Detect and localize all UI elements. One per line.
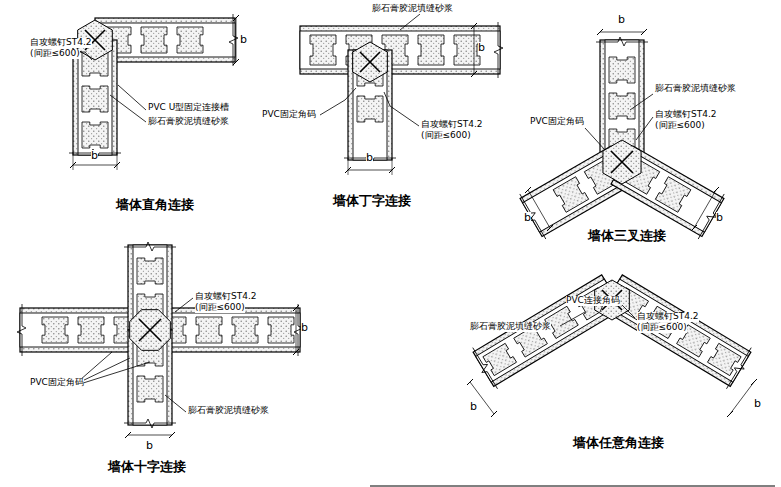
leader-line xyxy=(118,85,146,110)
leader-line xyxy=(597,29,603,35)
detail-title: 墙体任意角连接 xyxy=(573,436,664,450)
leader-line xyxy=(636,117,653,140)
leader-line xyxy=(233,59,239,65)
annotation: (间距≤600) xyxy=(421,131,471,141)
annotation: b xyxy=(618,14,625,26)
leader-line xyxy=(727,411,733,417)
leader-line xyxy=(630,94,653,110)
detail-title: 墙体三叉连接 xyxy=(588,229,666,243)
annotation: b xyxy=(366,152,373,164)
wall-segment xyxy=(300,22,503,78)
pvc-angle xyxy=(611,151,633,173)
annotation: 膨石膏胶泥填缝砂浆 xyxy=(148,117,229,127)
leader-line xyxy=(348,158,349,175)
leader-line xyxy=(622,305,635,318)
annotation: b xyxy=(524,212,531,224)
annotation: 膨石膏胶泥填缝砂浆 xyxy=(188,406,269,416)
annotation: b xyxy=(470,401,477,413)
leader-line xyxy=(600,32,644,33)
detail-title: 墙体十字连接 xyxy=(108,460,186,474)
leader-line xyxy=(691,225,697,231)
leader-line xyxy=(80,362,150,384)
leader-line xyxy=(370,486,775,487)
pvc-angle xyxy=(139,319,161,341)
leader-line xyxy=(117,152,118,170)
leader-line xyxy=(128,435,172,436)
annotation: 自攻螺钉ST4.2 xyxy=(421,120,483,130)
leader-line xyxy=(471,23,477,29)
annotation: 自攻螺钉ST4.2 xyxy=(655,110,717,120)
wall-segment xyxy=(609,142,729,241)
leader-line xyxy=(348,170,392,171)
leader-line xyxy=(400,14,420,30)
leader-line xyxy=(384,92,419,126)
wall-segment xyxy=(150,304,303,356)
annotation: PVC连接角码 xyxy=(566,296,620,306)
leader-line xyxy=(730,382,754,414)
detail-title: 墙体直角连接 xyxy=(116,198,194,212)
leader-line xyxy=(73,152,74,170)
leader-line xyxy=(467,379,473,385)
leader-line xyxy=(491,411,497,417)
leader-line xyxy=(293,349,299,355)
annotation: PVC固定角码 xyxy=(530,117,584,127)
leader-line xyxy=(296,308,297,352)
leader-line xyxy=(713,187,719,193)
leader-line xyxy=(547,225,553,231)
leader-line xyxy=(175,298,193,312)
leader-line xyxy=(73,165,117,166)
leader-line xyxy=(236,18,237,62)
leader-line xyxy=(641,29,647,35)
annotation: PVC固定角码 xyxy=(262,110,316,120)
joint-core xyxy=(603,140,641,184)
wall-segment xyxy=(515,142,635,241)
leader-line xyxy=(125,432,131,438)
leader-line xyxy=(233,15,239,21)
annotation: (间距≤600) xyxy=(655,121,705,131)
annotation: 自攻螺钉ST4.2 xyxy=(195,292,257,302)
leader-line xyxy=(528,190,550,228)
annotation: (间距≤600) xyxy=(637,323,687,333)
annotation: b xyxy=(91,150,98,162)
leader-line xyxy=(80,358,130,382)
annotation: 自攻螺钉ST4.2 xyxy=(637,312,699,322)
annotation: PVC U型固定连接槽 xyxy=(148,103,229,113)
leader-line xyxy=(585,128,605,150)
annotation: 膨石膏胶泥填缝砂浆 xyxy=(372,4,453,14)
pvc-angle xyxy=(360,52,380,72)
annotation: b xyxy=(478,42,485,54)
annotation: b xyxy=(146,440,153,452)
annotation: b xyxy=(754,398,761,410)
leader-line xyxy=(560,312,585,326)
leader-line xyxy=(694,190,716,228)
annotation: b xyxy=(716,212,723,224)
leader-line xyxy=(320,88,356,115)
leader-line xyxy=(110,95,146,122)
leader-line xyxy=(525,187,531,193)
annotation: 自攻螺钉ST4.2 xyxy=(30,38,92,48)
annotation: PVC固定角码 xyxy=(30,378,84,388)
leader-line xyxy=(293,305,299,311)
annotation: (间距≤600) xyxy=(195,303,245,313)
leader-line xyxy=(169,432,175,438)
leader-line xyxy=(471,71,477,77)
leader-line xyxy=(470,382,494,414)
leader-line xyxy=(474,26,475,74)
annotation: b xyxy=(240,34,247,46)
annotation: 膨石膏胶泥填缝砂浆 xyxy=(470,322,551,332)
detail-title: 墙体丁字连接 xyxy=(333,194,411,208)
joint-core xyxy=(353,42,388,82)
annotation: b xyxy=(301,322,308,334)
annotation: (间距≤600) xyxy=(30,49,80,59)
joint-core xyxy=(130,310,171,351)
leader-line xyxy=(751,379,757,385)
leader-line xyxy=(392,158,393,175)
leader-line xyxy=(165,395,186,412)
annotation: 膨石膏胶泥填缝砂浆 xyxy=(655,84,736,94)
